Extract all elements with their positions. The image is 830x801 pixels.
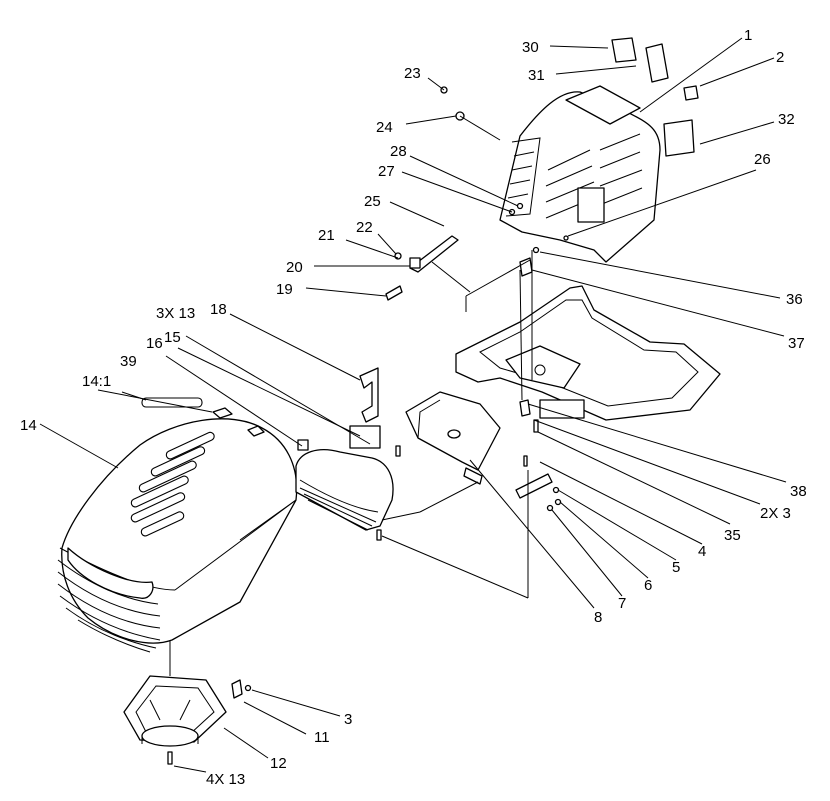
callout-19: 19 — [276, 281, 293, 298]
callout-11: 11 — [314, 729, 330, 746]
part-20 — [409, 257, 421, 269]
callout-1: 1 — [744, 27, 752, 44]
knob-2 — [683, 85, 699, 101]
nut-6 — [554, 498, 562, 506]
fender-body — [499, 37, 699, 263]
callout-6: 6 — [644, 577, 652, 594]
nut-5 — [552, 486, 560, 494]
callout-14-1: 14:1 — [82, 373, 111, 390]
callout-5: 5 — [672, 559, 680, 576]
callout-26: 26 — [754, 151, 771, 168]
callout-4: 4 — [698, 543, 706, 560]
foot-platform — [455, 285, 721, 421]
lever-assembly — [385, 235, 471, 301]
dash-panel — [405, 391, 501, 485]
platform-lip — [539, 399, 585, 419]
duct-part-12 — [123, 640, 252, 765]
fender-slot — [577, 187, 605, 223]
callout-8: 8 — [594, 609, 602, 626]
hood-part-14 — [57, 397, 298, 653]
clip-39b — [247, 425, 265, 437]
screw-26 — [563, 235, 569, 241]
fender-vents — [507, 133, 643, 219]
callout-13: 4X 13 — [206, 771, 245, 788]
callout-7: 7 — [618, 595, 626, 612]
bracket-part-18 — [359, 367, 379, 423]
callout-30: 30 — [522, 39, 539, 56]
leader-lines — [39, 37, 787, 773]
callout-37: 37 — [788, 335, 805, 352]
callout-labels: 1 2 3 4 5 6 7 8 11 12 4X 13 14 14:1 15 1… — [20, 27, 807, 788]
callout-2x3: 2X 3 — [760, 505, 791, 522]
callout-35: 35 — [724, 527, 741, 544]
callout-3x13: 3X 13 — [156, 305, 195, 322]
bracket-4 — [515, 473, 553, 499]
callout-28: 28 — [390, 143, 407, 160]
callout-25: 25 — [364, 193, 381, 210]
callout-36: 36 — [786, 291, 803, 308]
callout-32: 32 — [778, 111, 795, 128]
callout-14: 14 — [20, 417, 37, 434]
decal-15 — [349, 425, 381, 449]
callout-3: 3 — [344, 711, 352, 728]
hood-grille — [57, 559, 161, 653]
bracket-37 — [519, 257, 533, 277]
clip-39 — [212, 407, 233, 419]
callout-2: 2 — [776, 49, 784, 66]
callout-38: 38 — [790, 483, 807, 500]
pin-19 — [385, 285, 403, 301]
callout-16: 16 — [146, 335, 163, 352]
hardware — [440, 86, 569, 512]
screw-35 — [533, 419, 539, 433]
callout-22: 22 — [356, 219, 373, 236]
callout-24: 24 — [376, 119, 393, 136]
screw-2x3 — [523, 455, 528, 467]
hood-vents — [130, 431, 215, 537]
decal-31 — [645, 43, 669, 83]
screw-3x13 — [395, 445, 401, 457]
callout-31: 31 — [528, 67, 545, 84]
decal-14-1 — [141, 397, 203, 408]
callout-27: 27 — [378, 163, 395, 180]
callout-39: 39 — [120, 353, 137, 370]
decal-30 — [611, 37, 637, 63]
callout-12: 12 — [270, 755, 287, 772]
center-plate — [505, 345, 581, 389]
screw-13 — [167, 751, 173, 765]
callout-18: 18 — [210, 301, 227, 318]
screw-bottom — [376, 529, 382, 541]
lever-25 — [409, 235, 459, 273]
nut-7 — [546, 504, 554, 512]
decal-32 — [663, 119, 695, 157]
screw-36 — [532, 246, 540, 254]
callout-15: 15 — [164, 329, 181, 346]
callout-23: 23 — [404, 65, 421, 82]
grille-part-16 — [295, 425, 401, 541]
spring-38 — [519, 399, 531, 417]
callout-21: 21 — [318, 227, 335, 244]
screw-3 — [244, 684, 252, 692]
assembly-lines — [239, 115, 531, 599]
part-16-clip — [297, 439, 309, 451]
fender-top — [565, 85, 641, 125]
callout-20: 20 — [286, 259, 303, 276]
bracket-11 — [231, 679, 243, 699]
screw-28 — [516, 202, 524, 210]
